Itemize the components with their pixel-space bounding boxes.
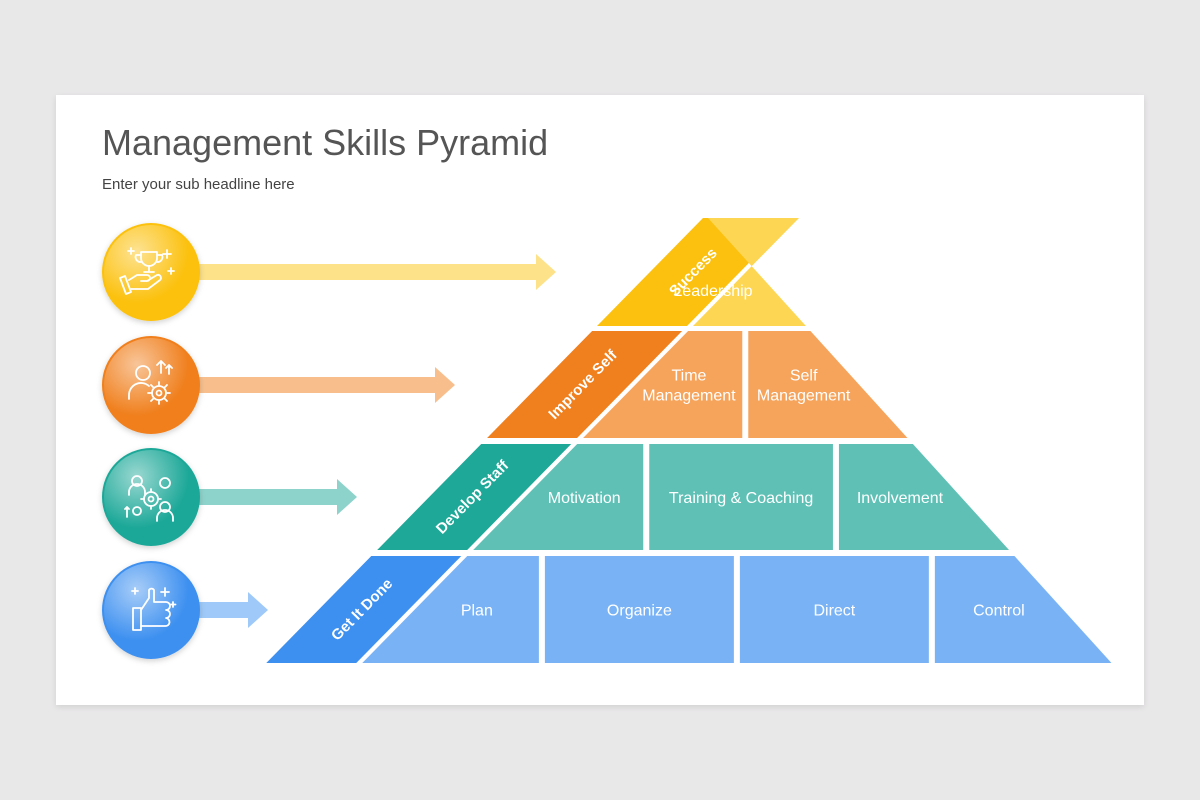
cell-label: Direct [813,603,855,620]
cell-direct [739,556,929,663]
cell-label: Management [757,388,851,405]
cell-label: Management [642,388,736,405]
trophy-hand-icon [119,247,175,295]
page-subtitle: Enter your sub headline here [102,176,295,193]
cell-training-and-coaching [649,444,833,550]
cell-label: Control [973,603,1025,620]
cell-leadership [693,218,806,326]
band-get-it-done: Get It Done [266,556,462,663]
cell-plan [362,556,539,663]
level-circle-get-it-done [102,561,200,659]
cell-label: Time [671,368,706,385]
cell-control [934,556,1112,663]
cells-get-it-done: Plan Organize Direct Control [362,556,1112,663]
level-circle-develop-staff [102,448,200,546]
arrow-head [536,254,556,290]
cell-motivation [473,444,644,550]
band-shape [377,444,572,550]
circles-layer [102,223,200,659]
cell-time-management [583,331,743,438]
arrow-head [337,479,357,515]
band-shape [487,331,683,438]
cell-label: Self [790,368,818,385]
arrow-improve-self [151,367,455,403]
arrow-success [151,254,556,290]
cell-label: Training & Coaching [669,490,813,507]
cell-label: Organize [607,603,672,620]
cell-organize [544,556,734,663]
arrow-head [248,592,268,628]
person-growth-icon [128,360,173,405]
cell-label: Leadership [673,283,752,300]
level-circle-improve-self [102,336,200,434]
band-shape [266,556,462,663]
arrow-shaft [151,377,437,393]
arrow-shaft [151,264,538,280]
team-gears-icon [124,475,174,522]
page-title: Management Skills Pyramid [102,122,549,163]
cell-label: Plan [461,603,493,620]
cells-develop-staff: Motivation Training & Coaching Involvement [473,444,1010,550]
thumbs-up-icon [131,587,177,631]
cell-self-management [748,331,908,438]
level-circle-success [102,223,200,321]
cell-label: Motivation [548,490,621,507]
cell-label: Involvement [857,490,944,507]
cell-involvement [838,444,1010,550]
cells-success: Leadership [673,218,806,326]
circle-gloss [104,563,198,657]
arrow-head [435,367,455,403]
